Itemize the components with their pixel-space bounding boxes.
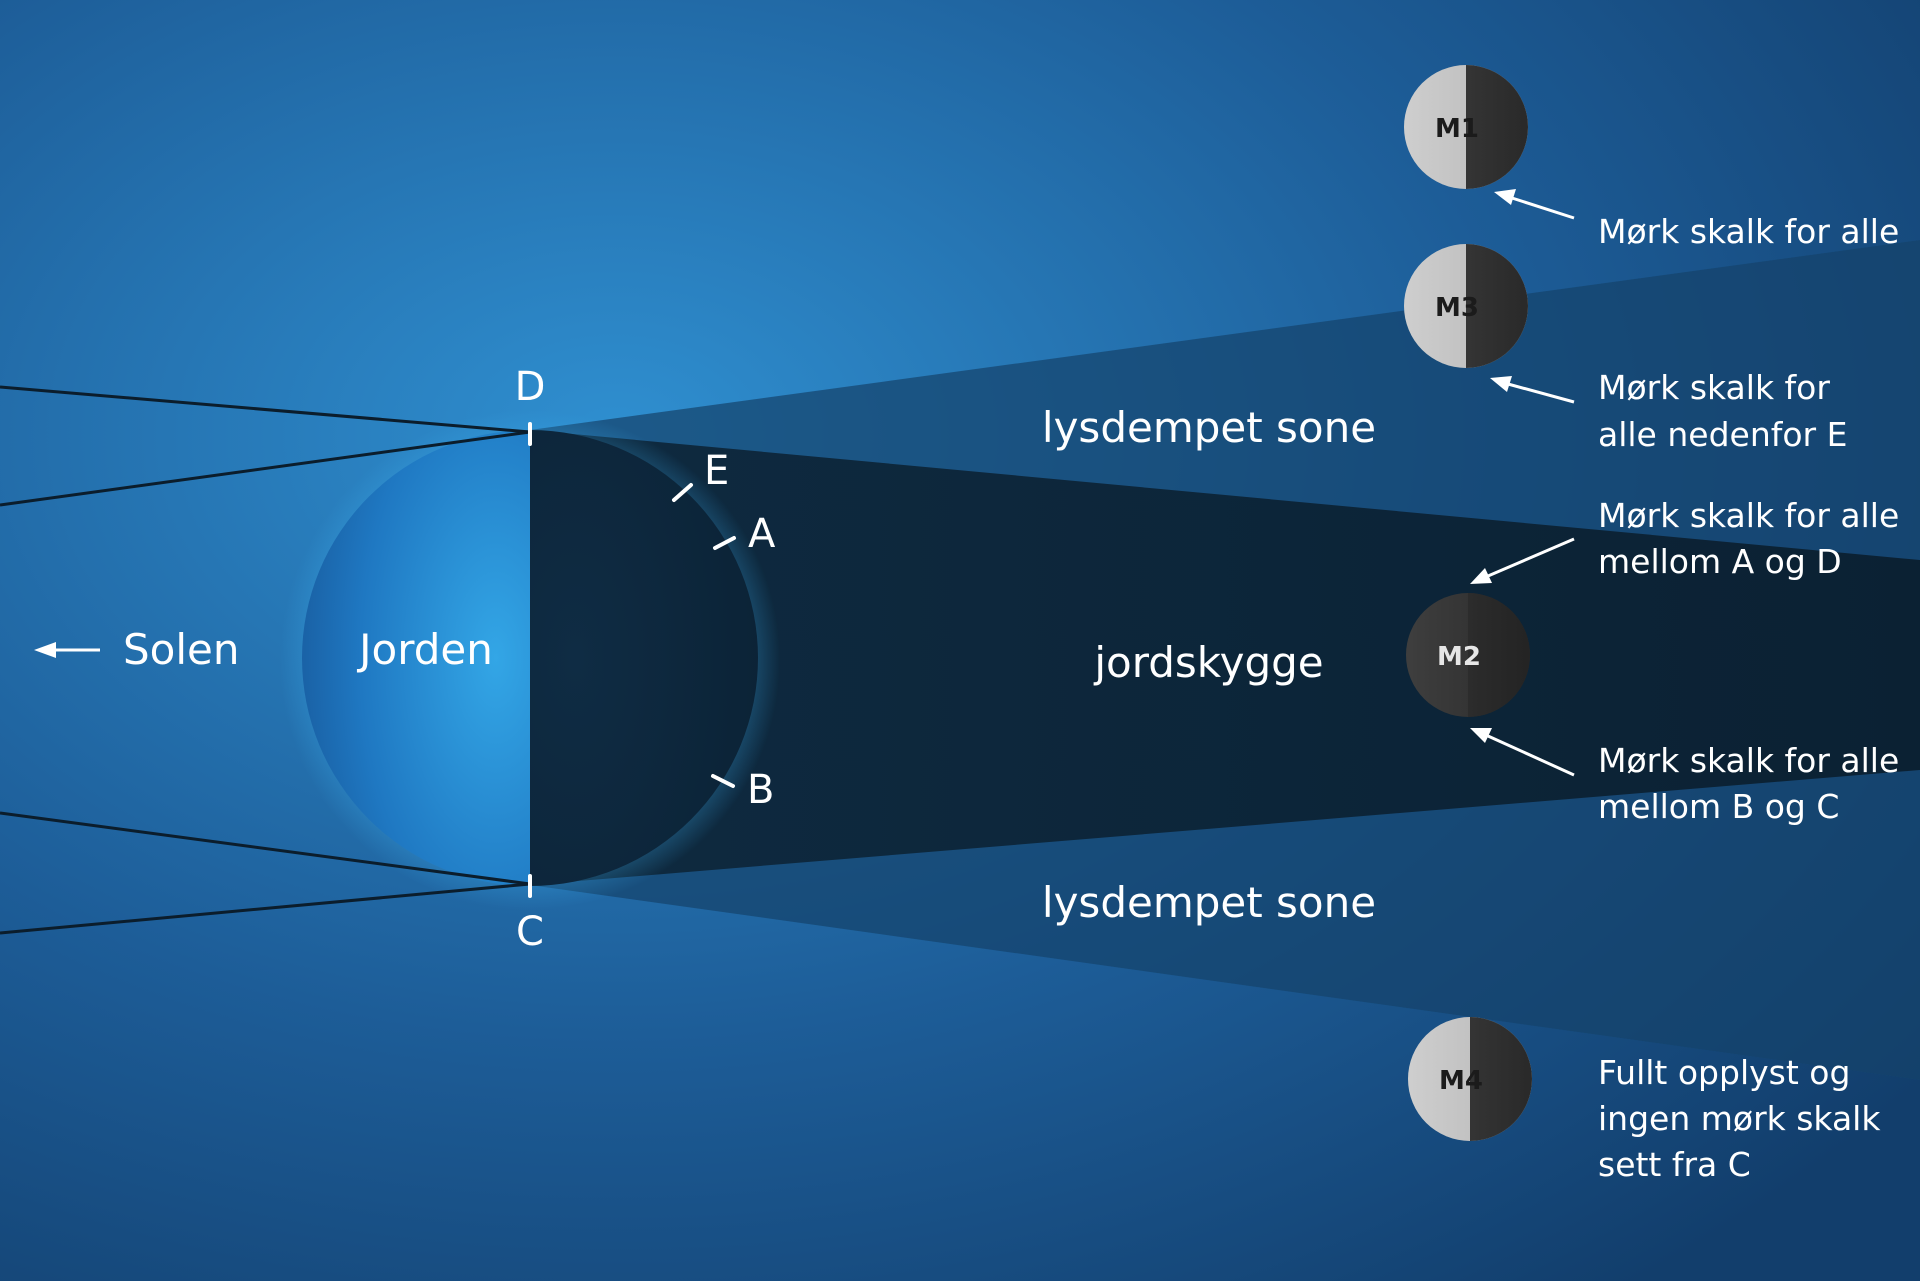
earth-label: Jorden xyxy=(356,625,493,674)
penumbra-top-label: lysdempet sone xyxy=(1042,403,1376,452)
earth-night-half xyxy=(530,430,758,886)
note-m4: Fullt opplyst og ingen mørk skalk sett f… xyxy=(1598,1053,1891,1184)
umbra-cone xyxy=(530,430,1920,885)
note-m1: Mørk skalk for alle xyxy=(1598,212,1899,251)
point-b: B xyxy=(747,767,774,813)
arrow-m2-top-icon xyxy=(1470,537,1575,584)
sun-arrow-icon xyxy=(34,642,100,658)
pointer-arrows xyxy=(1470,189,1575,777)
moon-m2: M2 xyxy=(1406,593,1530,717)
note-m1-line-1: Mørk skalk for alle xyxy=(1598,212,1899,251)
tick-e xyxy=(672,483,693,502)
moon-m4: M4 xyxy=(1408,1017,1532,1141)
note-m4-line-2: ingen mørk skalk xyxy=(1598,1099,1881,1138)
sun-label: Solen xyxy=(123,625,239,674)
note-m2-bottom-line-2: mellom B og C xyxy=(1598,787,1839,826)
note-m4-line-1: Fullt opplyst og xyxy=(1598,1053,1850,1092)
arrow-m1-icon xyxy=(1494,189,1575,220)
arrow-m2-bottom-icon xyxy=(1470,728,1575,777)
note-m2-bottom-line-1: Mørk skalk for alle xyxy=(1598,741,1899,780)
note-m3-line-2: alle nedenfor E xyxy=(1598,415,1847,454)
note-m3: Mørk skalk for alle nedenfor E xyxy=(1598,368,1847,454)
moon-m1: M1 xyxy=(1404,65,1528,189)
point-a: A xyxy=(748,511,776,557)
tangent-lines xyxy=(0,385,531,935)
note-m2-top-line-2: mellom A og D xyxy=(1598,542,1842,581)
arrow-m3-icon xyxy=(1490,376,1575,404)
note-m3-line-1: Mørk skalk for xyxy=(1598,368,1830,407)
moon-m1-label: M1 xyxy=(1435,114,1479,144)
umbra-label: jordskygge xyxy=(1093,638,1323,687)
point-d: D xyxy=(515,364,546,410)
point-c: C xyxy=(516,909,544,955)
note-m2-top: Mørk skalk for alle mellom A og D xyxy=(1598,496,1910,581)
moon-m2-label: M2 xyxy=(1437,642,1481,672)
moon-m3: M3 xyxy=(1404,244,1528,368)
tick-marks xyxy=(528,422,736,898)
moon-m4-label: M4 xyxy=(1439,1066,1483,1096)
note-m2-top-line-1: Mørk skalk for alle xyxy=(1598,496,1899,535)
point-e: E xyxy=(704,448,729,494)
note-m2-bottom: Mørk skalk for alle mellom B og C xyxy=(1598,741,1910,826)
earth-lit-half xyxy=(302,430,530,886)
note-m4-line-3: sett fra C xyxy=(1598,1145,1751,1184)
tick-a xyxy=(713,536,736,550)
moon-m3-label: M3 xyxy=(1435,293,1479,323)
penumbra-bottom-label: lysdempet sone xyxy=(1042,878,1376,927)
tick-b xyxy=(711,774,735,788)
